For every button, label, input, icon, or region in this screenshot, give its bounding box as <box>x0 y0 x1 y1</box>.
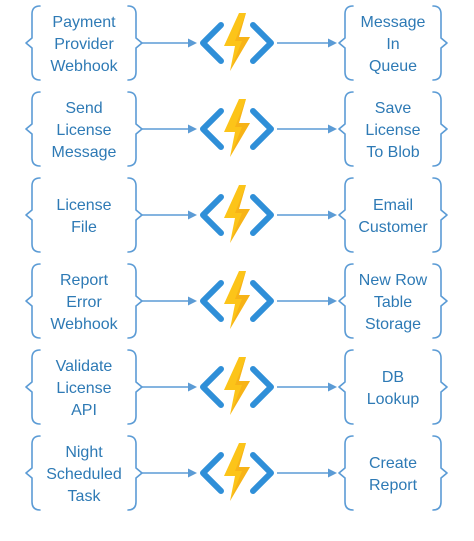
trigger-output-box-label-line: In <box>386 36 399 53</box>
trigger-output-box-left-brace <box>338 349 354 425</box>
trigger-input-box-label-line: License <box>56 122 111 139</box>
trigger-input-box-left-brace <box>25 91 41 167</box>
trigger-output-box-label-line: New Row <box>359 272 428 289</box>
input-arrow-head <box>188 124 197 134</box>
azure-function-icon <box>200 443 274 501</box>
output-arrow-head <box>328 38 337 48</box>
trigger-input-box-right-brace <box>127 5 143 81</box>
trigger-input-box-right-brace <box>127 435 143 511</box>
trigger-output-box-label-line: Lookup <box>367 391 420 408</box>
trigger-input-box-label-line: Message <box>52 144 117 161</box>
azure-function-icon <box>200 271 274 329</box>
trigger-input-box-label-line: Send <box>65 100 102 117</box>
trigger-output-box-label-line: Create <box>369 455 417 472</box>
trigger-output-box-label-line: Storage <box>365 316 421 333</box>
trigger-output-box-left-brace <box>338 177 354 253</box>
trigger-input-box-label-line: Webhook <box>50 316 118 333</box>
trigger-input-box-left-brace <box>25 177 41 253</box>
trigger-output-box-label-line: Report <box>369 477 418 494</box>
output-arrow-head <box>328 382 337 392</box>
trigger-output-box-left-brace <box>338 435 354 511</box>
trigger-output-box-label-line: License <box>365 122 420 139</box>
trigger-input-box-left-brace <box>25 349 41 425</box>
trigger-output-box-right-brace <box>432 263 448 339</box>
trigger-output-box-right-brace <box>432 91 448 167</box>
trigger-output-box-right-brace <box>432 435 448 511</box>
output-arrow-head <box>328 468 337 478</box>
trigger-input-box-right-brace <box>127 177 143 253</box>
output-arrow-head <box>328 210 337 220</box>
input-arrow-head <box>188 382 197 392</box>
trigger-output-box-label-line: Save <box>375 100 412 117</box>
trigger-input-box-left-brace <box>25 5 41 81</box>
trigger-input-box-label-line: Error <box>66 294 102 311</box>
trigger-output-box-left-brace <box>338 91 354 167</box>
trigger-input-box-label-line: License <box>56 380 111 397</box>
trigger-input-box-right-brace <box>127 91 143 167</box>
input-arrow-head <box>188 210 197 220</box>
trigger-output-box-label-line: Queue <box>369 58 417 75</box>
trigger-output-box-left-brace <box>338 263 354 339</box>
trigger-input-box-label-line: Night <box>65 444 103 461</box>
trigger-output-box-left-brace <box>338 5 354 81</box>
azure-function-icon <box>200 99 274 157</box>
azure-function-icon <box>200 13 274 71</box>
trigger-input-box-label-line: Provider <box>54 36 114 53</box>
trigger-output-box-label-line: DB <box>382 369 404 386</box>
trigger-output-box-right-brace <box>432 5 448 81</box>
trigger-input-box-label-line: License <box>56 197 111 214</box>
trigger-input-box-label-line: Report <box>60 272 109 289</box>
trigger-output-box-right-brace <box>432 177 448 253</box>
azure-function-icon <box>200 357 274 415</box>
output-arrow-head <box>328 124 337 134</box>
trigger-input-box-label-line: Scheduled <box>46 466 122 483</box>
trigger-output-box-label-line: Customer <box>358 219 428 236</box>
trigger-output-box-label-line: Email <box>373 197 413 214</box>
trigger-output-box-label-line: To Blob <box>366 144 419 161</box>
azure-function-icon <box>200 185 274 243</box>
trigger-input-box-label-line: Task <box>68 488 102 505</box>
trigger-input-box-left-brace <box>25 263 41 339</box>
input-arrow-head <box>188 38 197 48</box>
trigger-input-box-label-line: File <box>71 219 97 236</box>
trigger-output-box-label-line: Message <box>361 14 426 31</box>
input-arrow-head <box>188 296 197 306</box>
trigger-input-box-label-line: API <box>71 402 97 419</box>
trigger-input-box-label-line: Webhook <box>50 58 118 75</box>
trigger-input-box-left-brace <box>25 435 41 511</box>
trigger-input-box-right-brace <box>127 349 143 425</box>
trigger-input-box-right-brace <box>127 263 143 339</box>
trigger-output-box-right-brace <box>432 349 448 425</box>
input-arrow-head <box>188 468 197 478</box>
trigger-output-box-label-line: Table <box>374 294 412 311</box>
trigger-input-box-label-line: Validate <box>56 358 113 375</box>
trigger-input-box-label-line: Payment <box>52 14 116 31</box>
output-arrow-head <box>328 296 337 306</box>
